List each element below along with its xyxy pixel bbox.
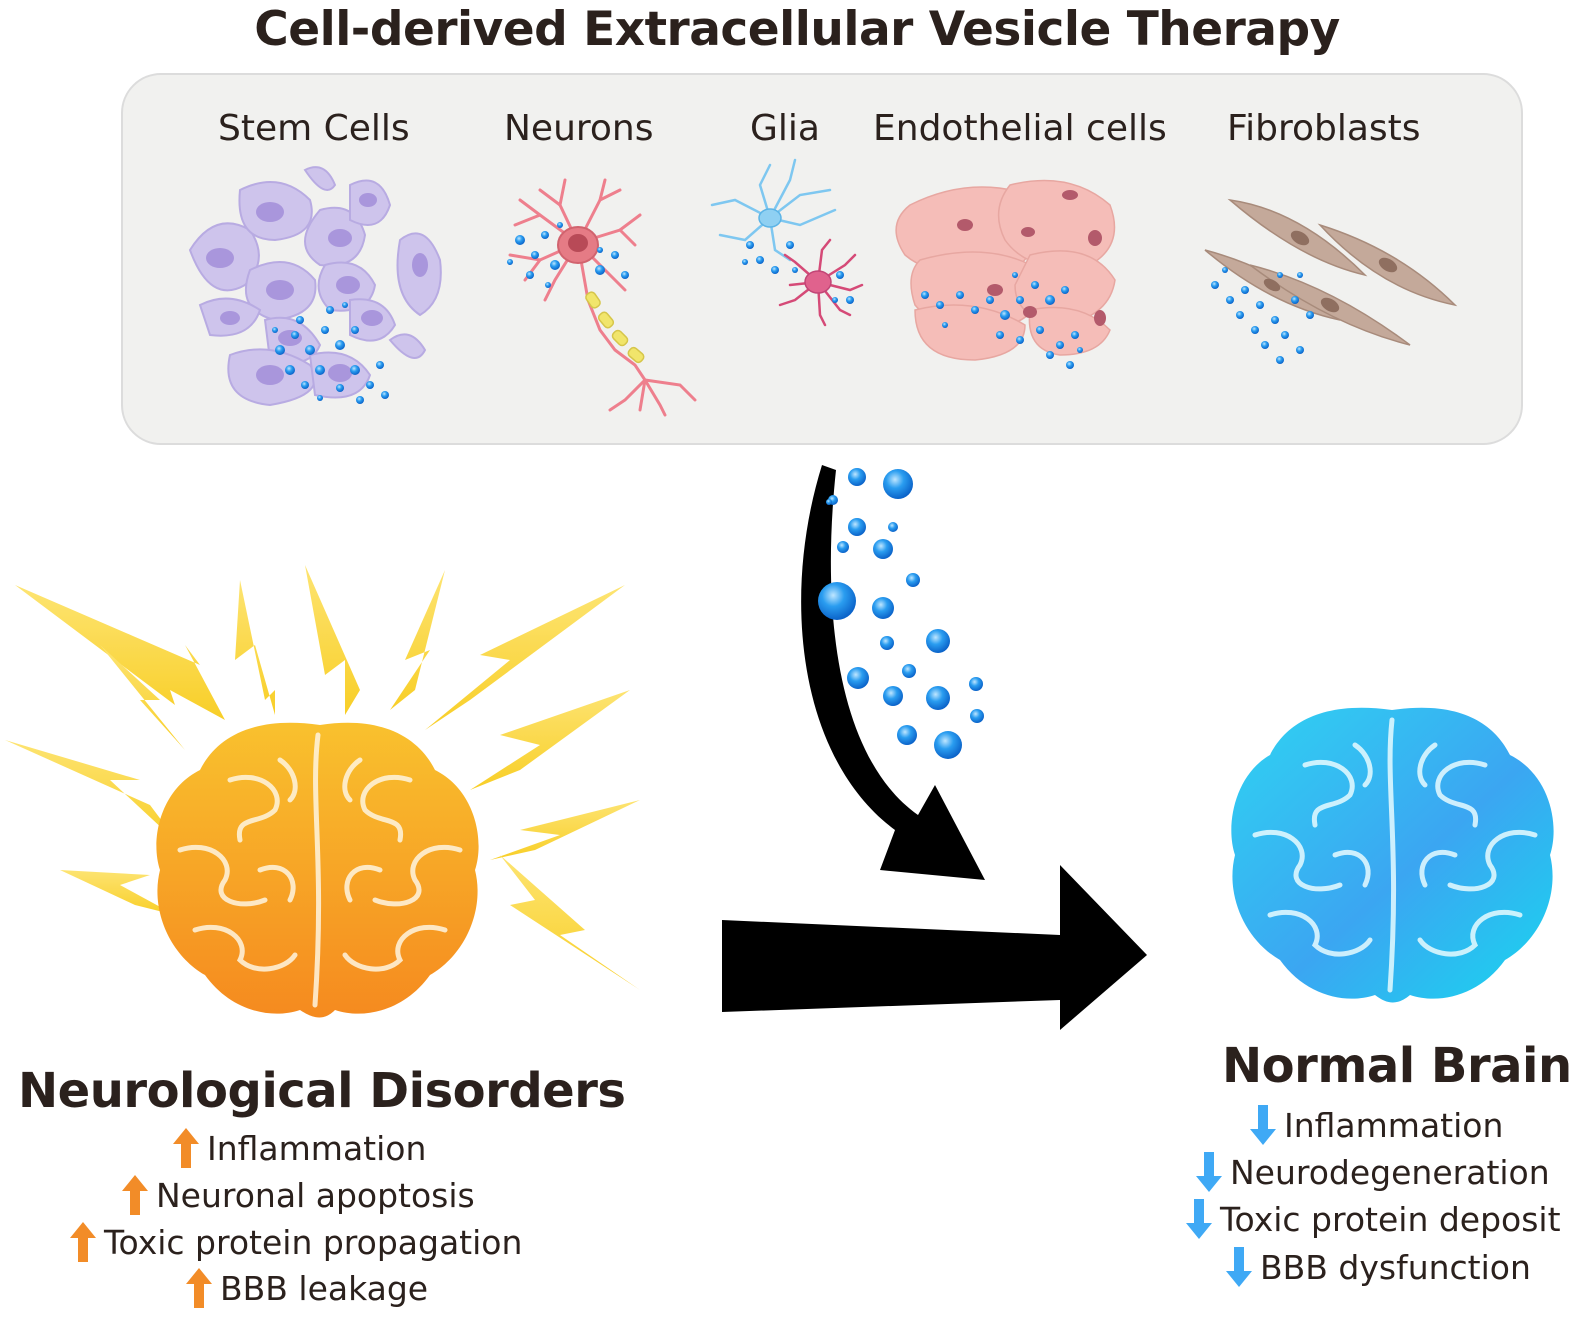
disorder-effect-2: Toxic protein propagation — [70, 1222, 522, 1262]
disorder-effect-1: Neuronal apoptosis — [122, 1175, 475, 1215]
normal-effect-0: Inflammation — [1250, 1105, 1503, 1145]
disorder-label: Neurological Disorders — [18, 1063, 626, 1119]
treatment-arrow — [722, 865, 1147, 1030]
vesicle-stream — [818, 468, 984, 759]
endothelial-cells-icon — [895, 179, 1116, 369]
cell-label-endothelial: Endothelial cells — [873, 108, 1167, 149]
lightning-bolts-icon — [5, 565, 640, 990]
cell-label-stem-cells: Stem Cells — [218, 108, 410, 149]
disorder-brain-icon — [156, 722, 479, 1018]
disorder-effect-3: BBB leakage — [186, 1268, 428, 1308]
down-arrow-icon — [1226, 1247, 1252, 1287]
normal-brain-icon — [1231, 707, 1554, 1003]
down-arrow-icon — [1186, 1199, 1212, 1239]
disorder-effect-text: Toxic protein propagation — [104, 1222, 523, 1262]
down-arrow-icon — [1196, 1152, 1222, 1192]
down-arrow-icon — [1250, 1105, 1276, 1145]
disorder-effect-text: Inflammation — [207, 1128, 427, 1168]
cell-label-fibroblasts: Fibroblasts — [1227, 108, 1421, 149]
up-arrow-icon — [186, 1268, 212, 1308]
normal-effect-3: BBB dysfunction — [1226, 1247, 1531, 1287]
glia-icon — [710, 158, 864, 327]
normal-effect-2: Toxic protein deposit — [1186, 1199, 1561, 1239]
normal-effect-1: Neurodegeneration — [1196, 1152, 1550, 1192]
figure-title: Cell-derived Extracellular Vesicle Thera… — [254, 2, 1340, 57]
disorder-effect-text: BBB leakage — [220, 1268, 429, 1308]
cell-label-neurons: Neurons — [504, 108, 654, 149]
curved-delivery-arrow — [801, 465, 985, 880]
normal-effect-text: BBB dysfunction — [1260, 1247, 1531, 1287]
disorder-effect-text: Neuronal apoptosis — [156, 1175, 475, 1215]
fibroblasts-icon — [1204, 198, 1458, 364]
normal-effect-text: Inflammation — [1284, 1105, 1504, 1145]
disorder-effect-0: Inflammation — [173, 1128, 426, 1168]
cell-label-glia: Glia — [750, 108, 820, 149]
neuron-icon — [508, 178, 697, 417]
up-arrow-icon — [122, 1175, 148, 1215]
up-arrow-icon — [173, 1128, 199, 1168]
normal-effect-text: Toxic protein deposit — [1220, 1199, 1561, 1239]
normal-effect-text: Neurodegeneration — [1230, 1152, 1550, 1192]
neuron-body-icon — [507, 222, 645, 364]
stem-cells-icon — [188, 166, 442, 407]
up-arrow-icon — [70, 1222, 96, 1262]
normal-brain-label: Normal Brain — [1222, 1038, 1572, 1094]
